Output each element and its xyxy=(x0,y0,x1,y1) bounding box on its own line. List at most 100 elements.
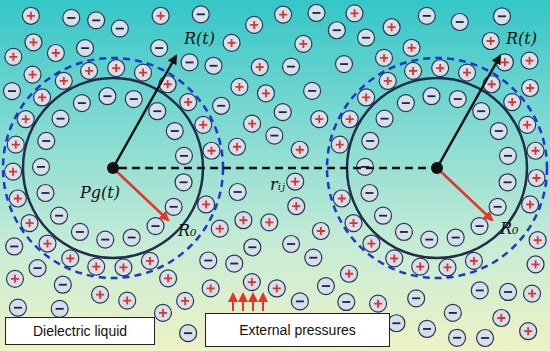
positive-ion xyxy=(235,212,252,229)
charge-sign xyxy=(443,263,451,271)
positive-ion xyxy=(25,34,42,51)
charge-sign xyxy=(159,309,167,317)
negative-ion xyxy=(499,147,516,164)
positive-ion xyxy=(195,116,212,133)
positive-ion xyxy=(152,7,169,24)
charge-sign xyxy=(26,219,34,227)
negative-ion xyxy=(149,103,166,120)
charge-sign xyxy=(27,12,35,20)
charge-sign xyxy=(235,83,243,91)
positive-ion xyxy=(291,141,308,158)
positive-ion xyxy=(39,235,56,252)
positive-ion xyxy=(229,138,246,155)
charge-sign xyxy=(402,102,410,104)
charge-sign xyxy=(250,21,258,29)
charge-sign xyxy=(528,290,536,298)
text-box: Dielectric liquid xyxy=(5,317,155,345)
charge-sign xyxy=(139,69,147,77)
charge-sign xyxy=(494,206,502,208)
charge-sign xyxy=(436,64,444,72)
negative-ion xyxy=(166,123,183,140)
symbol-label: R₀ xyxy=(500,220,518,238)
positive-ion xyxy=(341,111,358,128)
positive-ion xyxy=(524,285,541,302)
charge-sign xyxy=(299,40,307,48)
charge-sign xyxy=(101,239,109,241)
negative-ion xyxy=(395,223,412,240)
negative-ion xyxy=(33,158,50,175)
negative-ion xyxy=(180,325,197,342)
charge-sign xyxy=(452,237,460,239)
charge-sign xyxy=(508,98,516,106)
symbol-label: R(t) xyxy=(506,30,537,48)
charge-sign xyxy=(345,270,353,278)
negative-ion xyxy=(477,329,494,346)
charge-sign xyxy=(262,89,270,97)
charge-field xyxy=(4,4,547,346)
charge-sign xyxy=(152,225,160,227)
positive-ion xyxy=(312,223,329,240)
positive-ion xyxy=(459,64,476,81)
positive-ion xyxy=(504,94,521,111)
charge-sign xyxy=(425,239,433,241)
positive-ion xyxy=(522,79,539,96)
positive-ion xyxy=(482,32,499,49)
negative-ion xyxy=(335,56,352,73)
charge-sign xyxy=(22,115,30,123)
negative-ion xyxy=(151,40,168,57)
positive-ion xyxy=(6,270,23,287)
charge-sign xyxy=(296,300,304,302)
positive-ion xyxy=(202,280,219,297)
positive-ion xyxy=(251,59,268,76)
symbol-label: rᵢⱼ xyxy=(270,176,285,194)
negative-ion xyxy=(304,82,321,99)
charge-sign xyxy=(279,111,287,113)
negative-ion xyxy=(38,132,55,149)
negative-ion xyxy=(291,293,308,310)
charge-sign xyxy=(157,12,165,20)
positive-ion xyxy=(108,60,125,77)
symbol-label: R₀ xyxy=(178,222,196,240)
negative-ion xyxy=(111,20,128,37)
negative-ion xyxy=(500,283,517,300)
charge-sign xyxy=(380,54,388,62)
negative-ion xyxy=(213,97,230,114)
charge-sign xyxy=(412,297,420,299)
charge-sign xyxy=(322,285,330,287)
negative-ion xyxy=(266,127,283,144)
negative-ion xyxy=(423,88,440,105)
charge-sign xyxy=(67,17,75,19)
charge-sign xyxy=(523,121,531,129)
negative-ion xyxy=(283,58,300,75)
charge-sign xyxy=(112,64,120,72)
negative-ion xyxy=(88,12,105,29)
negative-ion xyxy=(499,174,516,191)
negative-ion xyxy=(338,293,355,310)
charge-sign xyxy=(453,337,461,339)
negative-ion xyxy=(4,83,21,100)
charge-sign xyxy=(366,140,374,142)
charge-sign xyxy=(427,95,435,97)
positive-ion xyxy=(231,78,248,95)
charge-sign xyxy=(199,121,207,129)
charge-sign xyxy=(470,257,478,265)
charge-sign xyxy=(342,301,350,303)
charge-sign xyxy=(287,243,295,245)
positive-ion xyxy=(527,256,544,273)
charge-sign xyxy=(526,57,534,65)
positive-ion xyxy=(55,72,72,89)
negative-ion xyxy=(244,239,261,256)
charge-sign xyxy=(57,118,65,120)
charge-sign xyxy=(248,246,256,248)
negative-ion xyxy=(317,278,334,295)
negative-ion xyxy=(418,7,435,24)
charge-sign xyxy=(365,192,373,194)
negative-ion xyxy=(73,95,90,112)
negative-ion xyxy=(71,223,88,240)
positive-ion xyxy=(522,196,539,213)
charge-sign xyxy=(392,322,400,324)
charge-sign xyxy=(477,110,485,112)
charge-sign xyxy=(184,332,192,334)
charge-sign xyxy=(41,192,49,194)
charge-sign xyxy=(296,146,304,154)
